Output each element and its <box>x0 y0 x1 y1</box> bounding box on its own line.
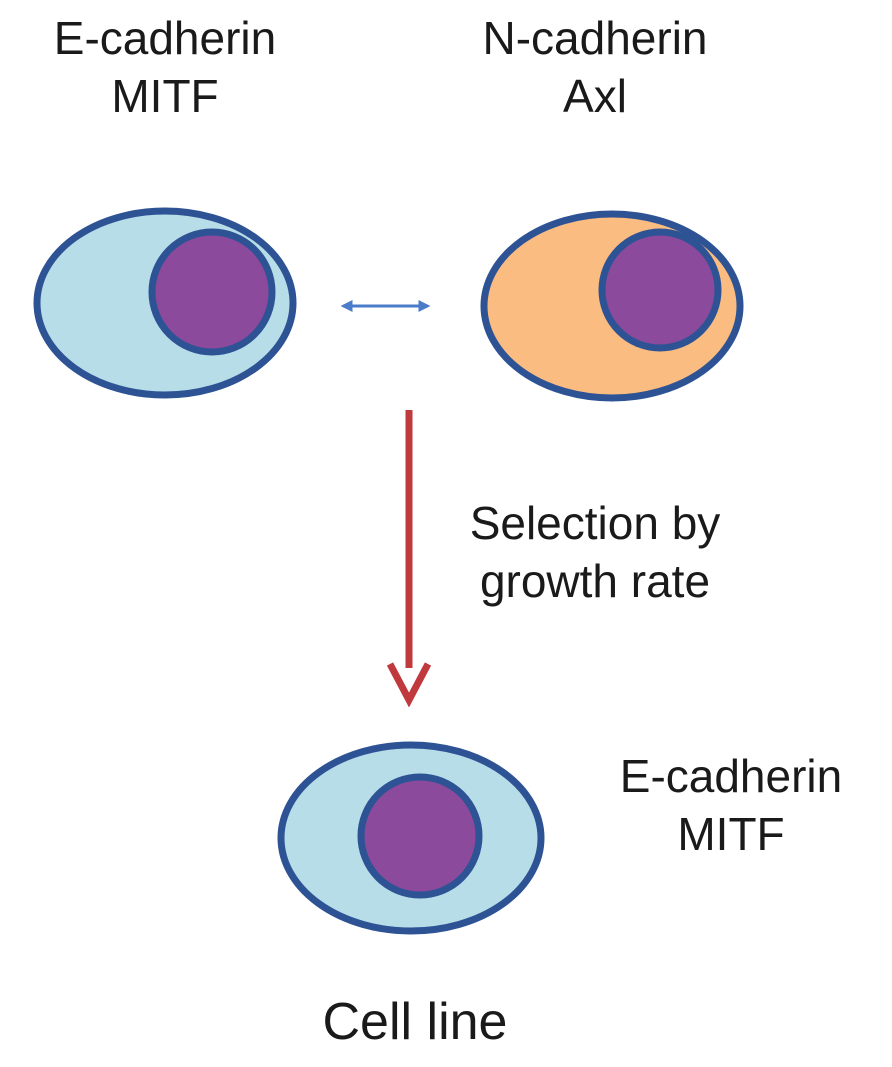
left-cell-nucleus <box>148 228 276 356</box>
left-cell <box>33 207 297 399</box>
cell-line-caption: Cell line <box>322 993 508 1051</box>
left-marker-2: MITF <box>111 69 219 122</box>
result-cell-nucleus <box>357 773 483 899</box>
selection-arrow-head <box>386 662 432 708</box>
selection-arrow <box>386 410 432 708</box>
selection-label-line-1: Selection by <box>469 497 721 549</box>
result-cell-markers: E-cadherin MITF <box>570 748 892 863</box>
result-marker-2: MITF <box>677 807 785 860</box>
right-marker-1: N-cadherin <box>482 12 708 64</box>
right-cell <box>480 210 744 402</box>
right-cell-nucleus <box>598 228 722 352</box>
right-marker-2: Axl <box>563 69 627 122</box>
result-cell <box>277 741 545 935</box>
left-cell-markers: E-cadherin MITF <box>0 10 330 125</box>
right-cell-markers: N-cadherin Axl <box>430 10 760 125</box>
selection-label: Selection by growth rate <box>430 495 760 610</box>
selection-label-line-2: growth rate <box>479 554 711 607</box>
left-marker-1: E-cadherin <box>53 12 277 64</box>
result-marker-1: E-cadherin <box>619 750 843 802</box>
